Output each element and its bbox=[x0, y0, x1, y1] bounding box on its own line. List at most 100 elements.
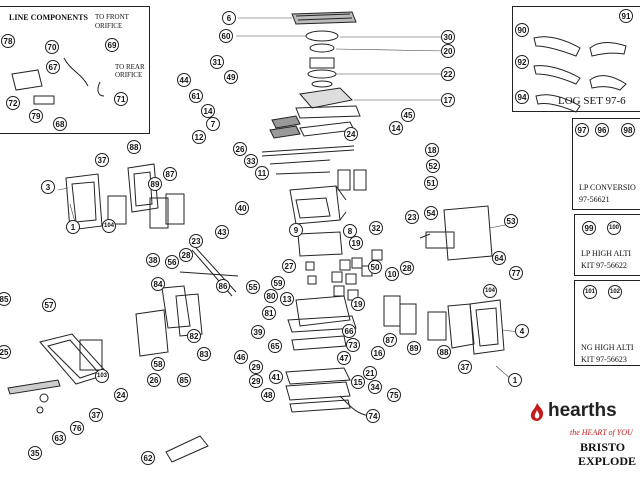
part-callout: 37 bbox=[89, 408, 103, 422]
part-callout: 32 bbox=[369, 221, 383, 235]
part-callout: 11 bbox=[255, 166, 269, 180]
part-callout: 53 bbox=[504, 214, 518, 228]
part-callout: 80 bbox=[264, 289, 278, 303]
burner-base-part bbox=[285, 231, 383, 413]
part-callout: 87 bbox=[383, 333, 397, 347]
part-callout: 20 bbox=[441, 44, 455, 58]
part-callout: 71 bbox=[114, 92, 128, 106]
to-rear-label-2: ORIFICE bbox=[115, 71, 143, 79]
part-callout: 100 bbox=[607, 221, 621, 235]
part-callout: 58 bbox=[151, 357, 165, 371]
part-callout: 104 bbox=[102, 219, 116, 233]
brand-tagline: the HEART of YOU bbox=[570, 428, 633, 437]
lp-conversion-title: LP CONVERSIO bbox=[579, 183, 636, 192]
right-door-part bbox=[383, 295, 505, 355]
part-callout: 7 bbox=[206, 117, 220, 131]
diagram-subtitle: EXPLODE bbox=[578, 454, 637, 468]
part-callout: 79 bbox=[29, 109, 43, 123]
part-callout: 57 bbox=[42, 298, 56, 312]
part-callout: 19 bbox=[349, 236, 363, 250]
part-callout: 84 bbox=[151, 277, 165, 291]
part-callout: 81 bbox=[262, 306, 276, 320]
part-callout: 89 bbox=[148, 177, 162, 191]
part-callout: 52 bbox=[426, 159, 440, 173]
part-callout: 22 bbox=[441, 67, 455, 81]
part-callout: 82 bbox=[187, 329, 201, 343]
part-callout: 9 bbox=[289, 223, 303, 237]
to-rear-label-1: TO REAR bbox=[115, 63, 145, 71]
part-callout: 70 bbox=[45, 40, 59, 54]
part-callout: 50 bbox=[368, 260, 382, 274]
part-callout: 31 bbox=[210, 55, 224, 69]
part-callout: 12 bbox=[192, 130, 206, 144]
part-callout: 97 bbox=[575, 123, 589, 137]
part-callout: 46 bbox=[234, 350, 248, 364]
part-callout: 88 bbox=[437, 345, 451, 359]
part-callout: 17 bbox=[441, 93, 455, 107]
part-callout: 99 bbox=[582, 221, 596, 235]
part-callout: 21 bbox=[363, 366, 377, 380]
part-callout: 85 bbox=[177, 373, 191, 387]
part-callout: 69 bbox=[105, 38, 119, 52]
part-callout: 25 bbox=[0, 345, 11, 359]
part-callout: 19 bbox=[351, 297, 365, 311]
part-callout: 86 bbox=[216, 279, 230, 293]
part-callout: 1 bbox=[66, 220, 80, 234]
part-callout: 104 bbox=[483, 284, 497, 298]
part-callout: 91 bbox=[619, 9, 633, 23]
part-callout: 62 bbox=[141, 451, 155, 465]
part-callout: 28 bbox=[179, 248, 193, 262]
top-grille-part bbox=[291, 11, 357, 25]
part-callout: 51 bbox=[424, 176, 438, 190]
part-callout: 24 bbox=[114, 388, 128, 402]
part-callout: 37 bbox=[95, 153, 109, 167]
part-callout: 94 bbox=[515, 90, 529, 104]
part-callout: 90 bbox=[515, 23, 529, 37]
part-callout: 85 bbox=[0, 292, 11, 306]
part-callout: 18 bbox=[425, 143, 439, 157]
part-callout: 63 bbox=[52, 431, 66, 445]
part-callout: 60 bbox=[219, 29, 233, 43]
part-callout: 55 bbox=[246, 280, 260, 294]
top-stack-parts bbox=[261, 30, 367, 191]
part-callout: 83 bbox=[197, 347, 211, 361]
part-callout: 24 bbox=[344, 127, 358, 141]
part-callout: 4 bbox=[515, 324, 529, 338]
part-callout: 65 bbox=[268, 339, 282, 353]
part-callout: 92 bbox=[515, 55, 529, 69]
ng-high-alt-title: NG HIGH ALTI bbox=[581, 343, 634, 352]
part-callout: 74 bbox=[366, 409, 380, 423]
part-callout: 61 bbox=[189, 89, 203, 103]
part-callout: 49 bbox=[224, 70, 238, 84]
model-name: BRISTO bbox=[580, 440, 626, 454]
part-callout: 68 bbox=[53, 117, 67, 131]
part-callout: 37 bbox=[458, 360, 472, 374]
part-callout: 26 bbox=[233, 142, 247, 156]
part-callout: 10 bbox=[385, 267, 399, 281]
part-callout: 48 bbox=[261, 388, 275, 402]
part-callout: 33 bbox=[244, 154, 258, 168]
part-callout: 59 bbox=[271, 276, 285, 290]
lp-high-alt-title: LP HIGH ALTI bbox=[581, 249, 632, 258]
to-front-label-2: ORIFICE bbox=[95, 22, 123, 30]
part-callout: 43 bbox=[215, 225, 229, 239]
part-callout: 13 bbox=[280, 292, 294, 306]
part-callout: 29 bbox=[249, 374, 263, 388]
part-callout: 26 bbox=[147, 373, 161, 387]
part-callout: 3 bbox=[41, 180, 55, 194]
brand-flame-icon bbox=[528, 402, 546, 422]
ng-high-alt-kit: KIT 97-56623 bbox=[581, 355, 627, 364]
log-set-box: LOG SET 97-6 bbox=[512, 6, 640, 112]
part-callout: 16 bbox=[371, 346, 385, 360]
part-callout: 73 bbox=[346, 338, 360, 352]
part-callout: 8 bbox=[343, 224, 357, 238]
to-front-label-1: TO FRONT bbox=[95, 13, 129, 21]
part-callout: 88 bbox=[127, 140, 141, 154]
lp-conversion-box: LP CONVERSIO 97-56621 bbox=[572, 118, 640, 210]
part-callout: 15 bbox=[351, 375, 365, 389]
part-callout: 39 bbox=[251, 325, 265, 339]
part-callout: 23 bbox=[189, 234, 203, 248]
part-callout: 28 bbox=[400, 261, 414, 275]
lp-high-alt-box: LP HIGH ALTI KIT 97-56622 bbox=[574, 214, 640, 276]
